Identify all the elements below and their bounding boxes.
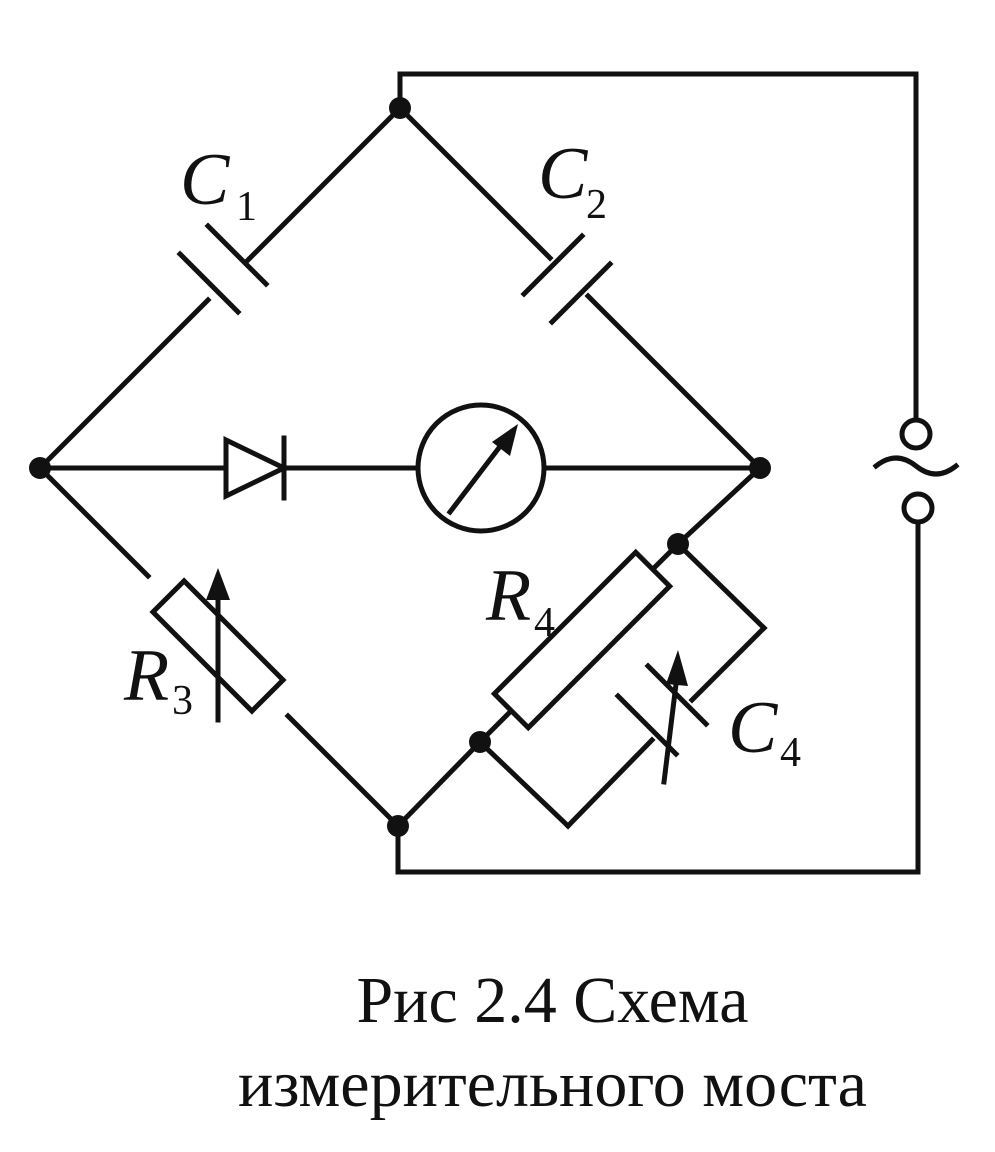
label-r4: R 4 bbox=[485, 555, 555, 646]
label-c2: C 2 bbox=[538, 133, 607, 228]
label-r4-sub: 4 bbox=[534, 600, 555, 646]
meter-icon bbox=[415, 402, 547, 534]
variable-resistor-r3 bbox=[149, 568, 287, 723]
label-r3-letter: R bbox=[123, 635, 169, 717]
label-c1-letter: C bbox=[180, 139, 231, 221]
label-c2-letter: C bbox=[538, 133, 589, 215]
figure-caption-line-1: Рис 2.4 Схема bbox=[356, 964, 749, 1037]
label-c4-sub: 4 bbox=[780, 730, 801, 776]
label-c1: C 1 bbox=[180, 139, 257, 230]
ac-source-terminals bbox=[872, 417, 960, 525]
bridge-wires bbox=[36, 71, 921, 875]
figure-caption-line-2: измерительного моста bbox=[238, 1048, 867, 1121]
label-r3: R 3 bbox=[123, 635, 193, 724]
label-c1-sub: 1 bbox=[236, 184, 257, 230]
variable-capacitor-c4 bbox=[614, 650, 710, 785]
label-c4-letter: C bbox=[728, 687, 779, 769]
resistor-r4 bbox=[490, 548, 674, 732]
diode-icon bbox=[223, 435, 290, 501]
label-r4-letter: R bbox=[485, 555, 531, 637]
capacitor-c2 bbox=[520, 232, 614, 326]
capacitor-c1 bbox=[176, 222, 270, 316]
junction-nodes bbox=[29, 97, 771, 837]
label-r3-sub: 3 bbox=[172, 678, 193, 724]
label-c2-sub: 2 bbox=[586, 182, 607, 228]
label-c4: C 4 bbox=[728, 687, 801, 776]
